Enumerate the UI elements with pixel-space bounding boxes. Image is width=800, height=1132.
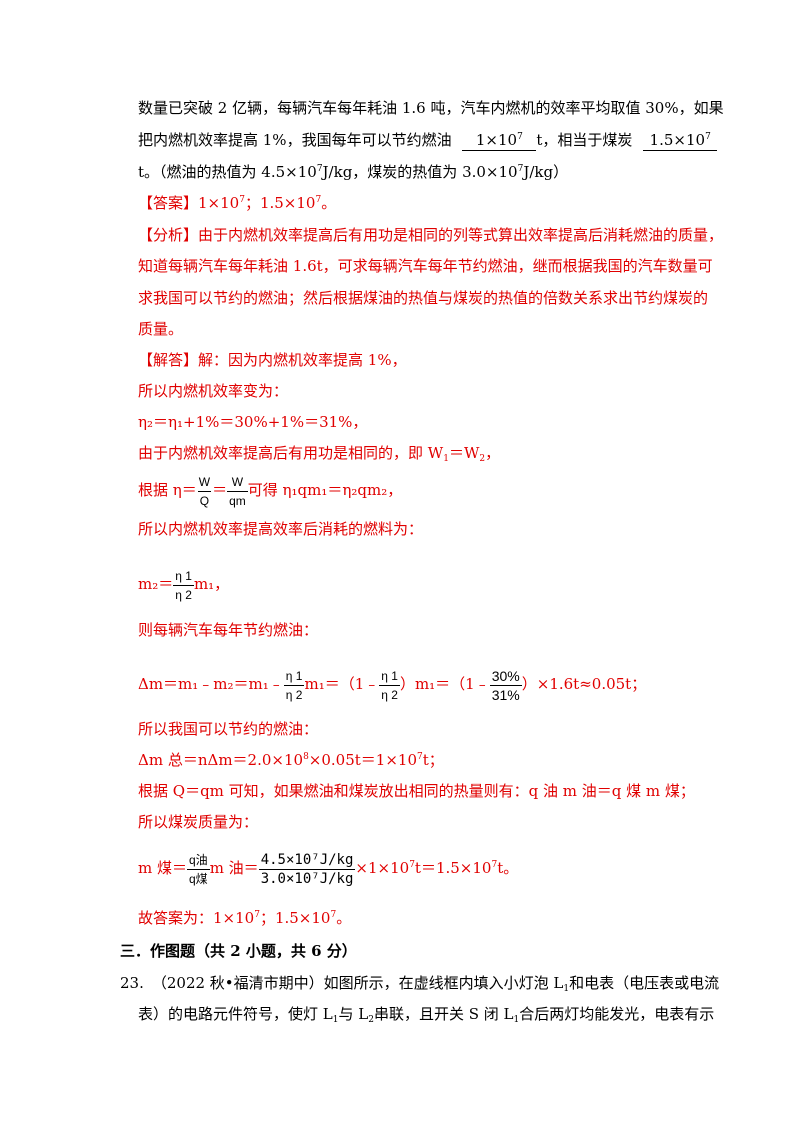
solution-tag: 【解答】 <box>138 351 199 369</box>
analysis-line-4: 质量。 <box>138 320 184 338</box>
solution-line-6: 所以内燃机效率提高效率后消耗的燃料为： <box>138 520 424 538</box>
solution-line-1: 【解答】解：因为内燃机效率提高 1%， <box>138 351 407 369</box>
question-number: 23. <box>120 974 144 992</box>
analysis-line-1: 【分析】由于内燃机效率提高后有用功是相同的列等式算出效率提高后消耗燃油的质量， <box>138 226 724 244</box>
problem-line-3: t。（燃油的热值为 4.5×107J/kg，煤炭的热值为 3.0×107J/kg… <box>138 163 569 181</box>
question-23-line-1: 23.（2022 秋•福清市期中）如图所示，在虚线框内填入小灯泡 L1和电表（电… <box>120 974 720 994</box>
solution-line-10: 所以我国可以节约的燃油： <box>138 720 319 738</box>
solution-line-12: 根据 Q＝qm 可知，如果燃油和煤炭放出相同的热量则有：q 油 m 油＝q 煤 … <box>138 782 695 800</box>
section-heading: 三．作图题（共 2 小题，共 6 分） <box>120 942 357 960</box>
fraction-30-over-31: 30%31% <box>489 667 522 703</box>
solution-line-2: 所以内燃机效率变为： <box>138 382 289 400</box>
solution-line-4: 由于内燃机效率提高后有用功是相同的，即 W1＝W2， <box>138 444 501 464</box>
solution-line-13: 所以煤炭质量为： <box>138 813 259 831</box>
problem-line-1: 数量已突破 2 亿辆，每辆汽车每年耗油 1.6 吨，汽车内燃机的效率平均取值 3… <box>138 99 724 117</box>
analysis-line-3: 求我国可以节约的燃油；然后根据煤油的热值与煤炭的热值的倍数关系求出节约煤炭的 <box>138 289 709 307</box>
analysis-line-2: 知道每辆汽车每年耗油 1.6t，可求每辆汽车每年节约燃油，继而根据我国的汽车数量… <box>138 257 713 275</box>
question-23-line-2: 表）的电路元件符号，使灯 L1与 L2串联，且开关 S 闭 L1合后两灯均能发光… <box>138 1005 715 1025</box>
solution-final-answer: 故答案为：1×107；1.5×107。 <box>138 909 352 927</box>
blank-1-unit: t，相当于煤炭 <box>536 131 633 149</box>
solution-line-8: 则每辆汽车每年节约燃油： <box>138 621 319 639</box>
problem-line-2-text: 把内燃机效率提高 1%，我国每年可以节约燃油 <box>138 131 452 149</box>
answer-blank-2: 1.5×107 <box>643 130 718 151</box>
answer-blank-1: 1×107 <box>462 130 537 151</box>
analysis-tag: 【分析】 <box>138 226 199 244</box>
answer-tag: 【答案】 <box>138 194 199 212</box>
solution-line-3: η₂＝η₁+1%＝30%+1%＝31%， <box>138 413 368 431</box>
answer-line: 【答案】1×107；1.5×107。 <box>138 194 337 212</box>
solution-line-11: Δm 总＝nΔm＝2.0×108×0.05t＝1×107t； <box>138 751 444 769</box>
